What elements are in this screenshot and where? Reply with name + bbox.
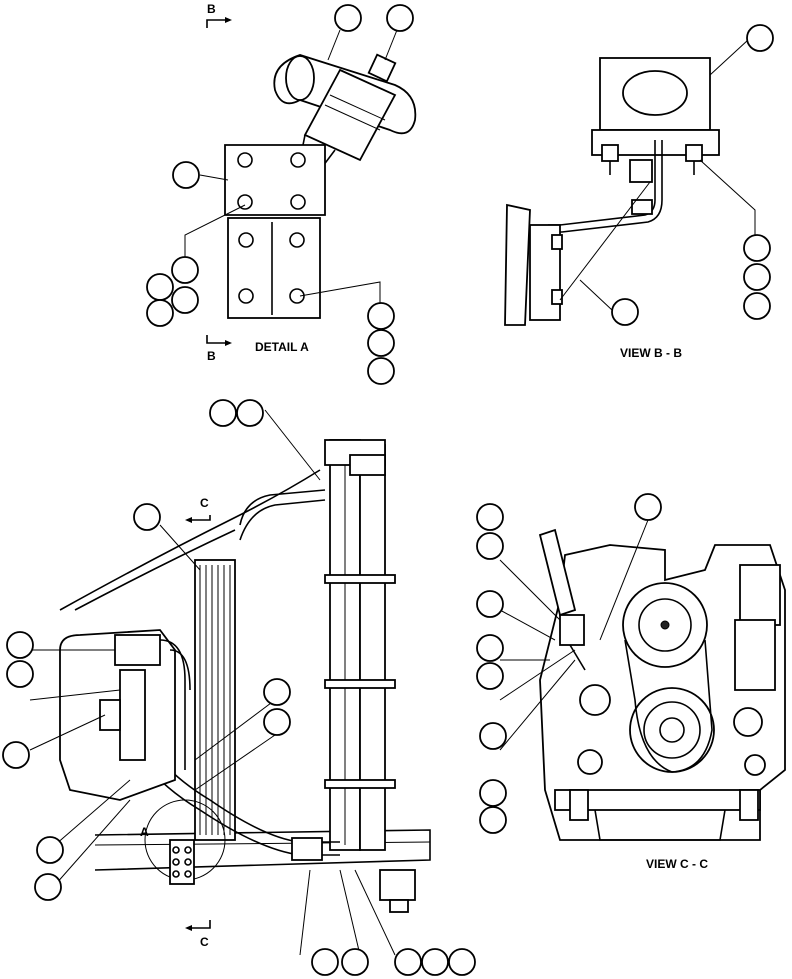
- callout-bubbles: [2, 4, 774, 976]
- detail-a-drawing: [184, 17, 417, 346]
- main-side-view-drawing: [29, 409, 431, 956]
- view-b-title: VIEW B - B: [620, 346, 682, 360]
- section-marker-c-bottom: C: [200, 935, 209, 949]
- section-marker-b-bottom: B: [207, 349, 216, 363]
- section-marker-c-top: C: [200, 496, 209, 510]
- section-marker-b-top: B: [207, 2, 216, 16]
- detail-marker-a: A: [140, 825, 149, 839]
- view-c-drawing: [499, 519, 786, 841]
- view-b-drawing: [504, 39, 756, 326]
- view-c-title: VIEW C - C: [646, 857, 708, 871]
- detail-a-title: DETAIL A: [255, 340, 309, 354]
